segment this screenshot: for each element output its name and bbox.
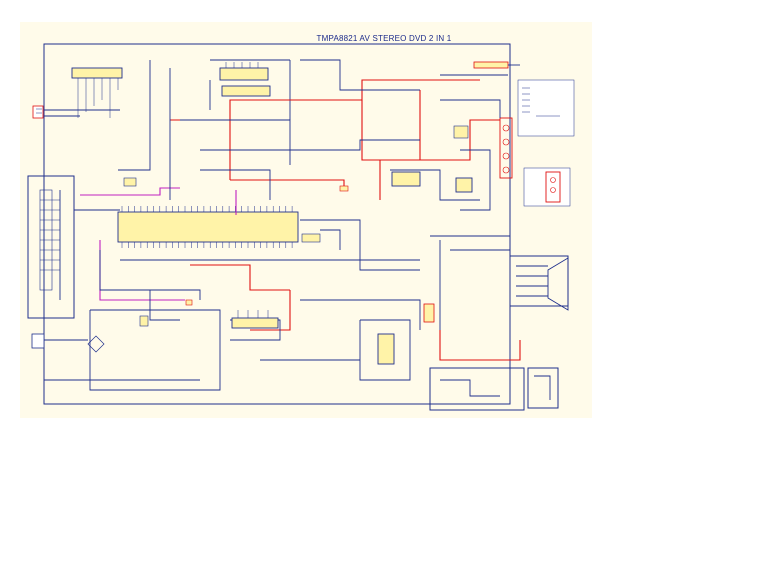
ic-sound-amplifier: [231, 310, 279, 329]
crt-yoke: [509, 255, 569, 311]
ic-main-tmpa8821: [117, 206, 299, 248]
left-key-panel: [27, 175, 120, 319]
av-jacks: [499, 117, 571, 207]
ic-tuner-interface: [44, 67, 123, 118]
right-connector-board: [517, 79, 575, 137]
schematic-title: TMPA8821 AV STEREO DVD 2 IN 1: [316, 34, 452, 43]
input-connector-left: [32, 105, 44, 119]
passive-components: [123, 125, 469, 327]
ic-power-regulator: [391, 171, 473, 193]
ic-flyback-driver: [377, 303, 435, 365]
blue-wiring: [44, 59, 511, 391]
connector-top-right: [440, 61, 520, 76]
bottom-right-modules: [429, 367, 559, 411]
ic-audio-processor: [209, 59, 291, 120]
power-input-bridge: [31, 333, 105, 353]
magenta-signal-paths: [80, 187, 237, 301]
